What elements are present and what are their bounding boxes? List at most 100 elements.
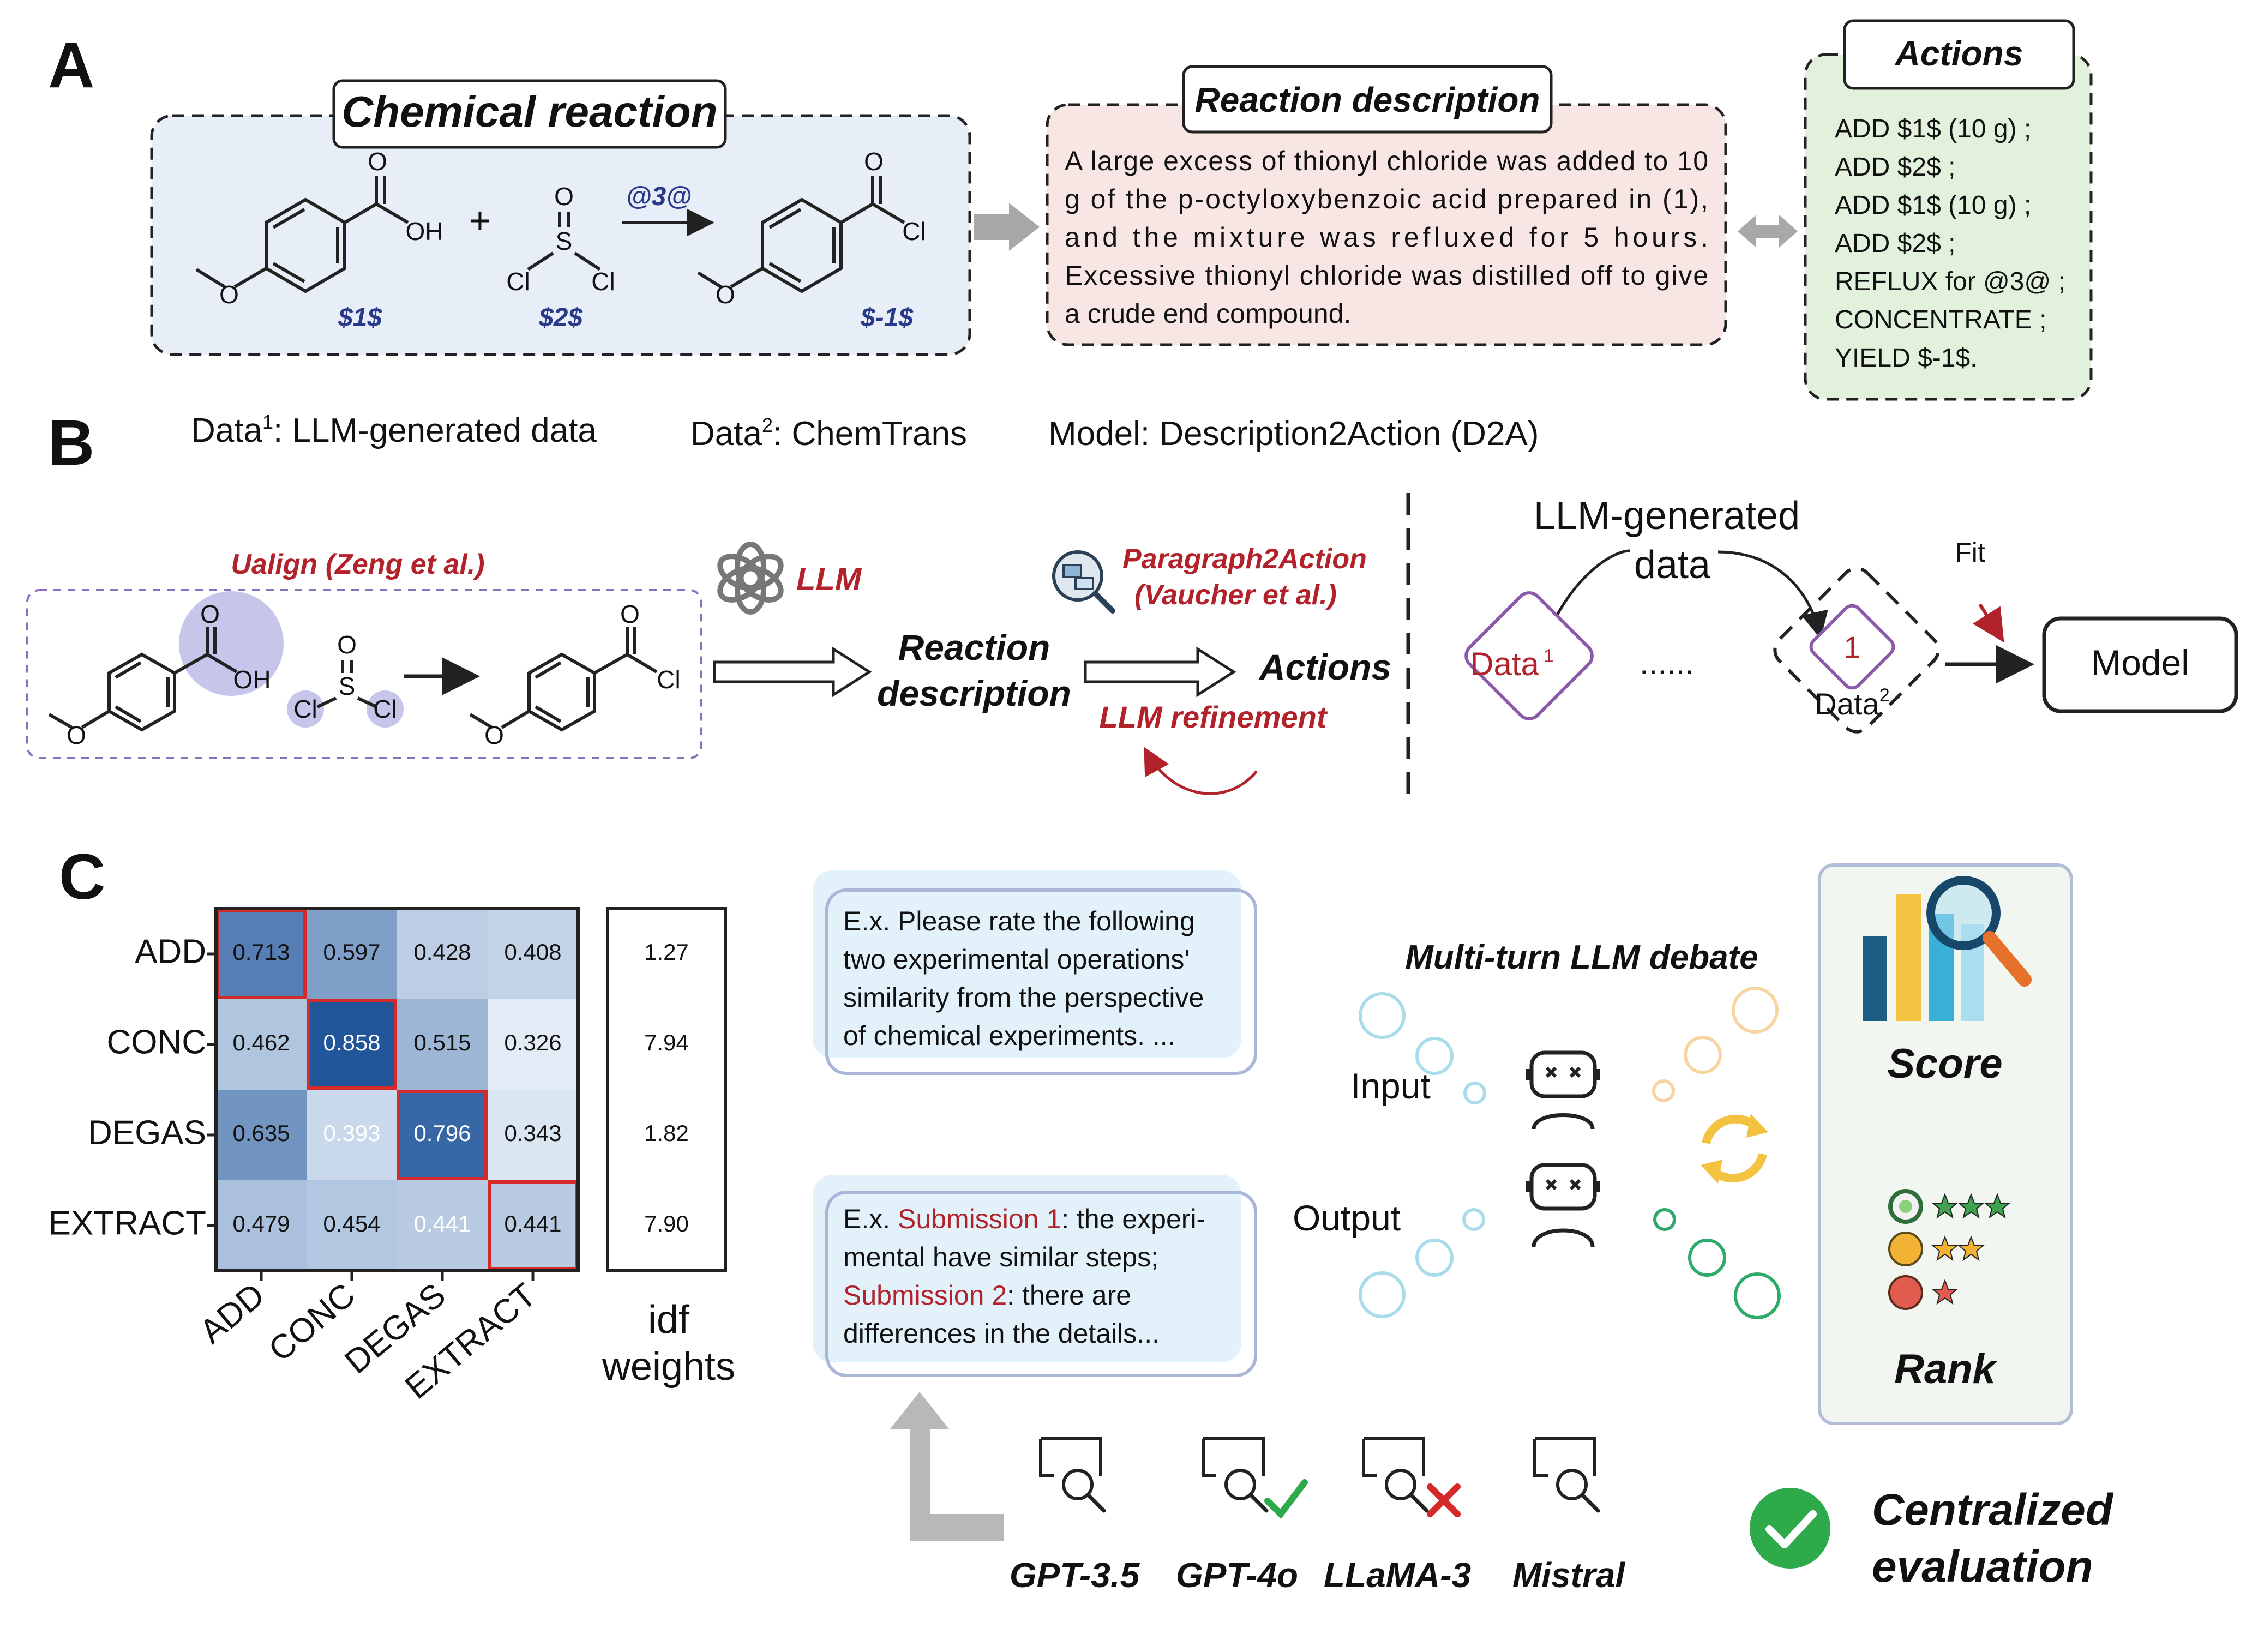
reactant-2-cl-right: Cl (591, 267, 615, 296)
heatmap-value: 0.479 (232, 1211, 290, 1236)
actions-title-box (1843, 19, 2075, 90)
legend-data1-text: : LLM-generated data (273, 412, 597, 449)
rank-label: Rank (1894, 1346, 1998, 1392)
submission-line: mental have similar steps; (843, 1242, 1158, 1272)
legend-data1-sup: 1 (262, 411, 273, 433)
submission-span: : there are (1007, 1280, 1131, 1311)
action-line: REFLUX for @3@ ; (1835, 267, 2065, 296)
score-label: Score (1887, 1041, 2002, 1087)
heatmap-cell (488, 909, 578, 999)
llm-refinement-label: LLM refinement (1100, 700, 1328, 734)
ualign-product-structure (469, 627, 658, 732)
model-doc-search-icon (1362, 1437, 1429, 1513)
action-line: ADD $2$ ; (1835, 229, 1955, 258)
idf-value: 1.82 (644, 1120, 689, 1146)
heatmap-cell (488, 1090, 578, 1180)
idf-label-line2: weights (602, 1345, 735, 1389)
idf-label-line1: idf (648, 1298, 690, 1342)
heatmap-value: 0.408 (504, 939, 561, 965)
heatmap-value: 0.393 (323, 1120, 380, 1146)
heatmap-value: 0.713 (232, 939, 290, 965)
robot-icon-bottom (1526, 1163, 1600, 1247)
refinement-loop-arrow (1144, 747, 1258, 795)
heatmap-cell (488, 999, 578, 1090)
heatmap-row-label: ADD (135, 933, 206, 970)
highlight-carboxyl (179, 591, 284, 696)
heatmap-highlight (397, 1090, 488, 1180)
model-doc-search-icon (1202, 1437, 1269, 1513)
reactant-2-id: $2$ (538, 303, 583, 332)
product-ether-oxygen: O (716, 280, 735, 309)
submission-span: Submission 2 (843, 1280, 1007, 1311)
model-box (2042, 616, 2238, 713)
heatmap-row-label: CONC (106, 1023, 206, 1061)
plus-sign: + (469, 199, 491, 242)
legend-data2-prefix: Data (690, 415, 762, 453)
data1-diamond-label: Data (1470, 646, 1539, 682)
heatmap-cell (307, 1090, 397, 1180)
heatmap-cell (216, 909, 307, 999)
heatmap-value: 0.515 (413, 1030, 471, 1055)
ualign-product-ether-oxygen: O (484, 721, 504, 749)
reaction-description-title: Reaction description (1195, 80, 1540, 119)
legend-data2: Data2: ChemTrans (690, 414, 967, 453)
actions-title: Actions (1894, 34, 2023, 73)
product-cl: Cl (902, 217, 926, 245)
reactant-1-oh: OH (406, 217, 443, 245)
actions-label-b: Actions (1258, 647, 1391, 687)
ualign-box (26, 589, 702, 759)
product-structure (697, 176, 905, 293)
ualign-cl-left: Cl (293, 695, 317, 723)
panel-b-label: B (48, 407, 94, 479)
paragraph2action-label: Paragraph2Action (1122, 543, 1367, 575)
debate-bubbles-left (1359, 992, 1486, 1318)
magnifier-icon (1926, 876, 2032, 987)
debate-bubbles-right (1652, 987, 1781, 1319)
action-line: ADD $1$ (10 g) ; (1835, 191, 2031, 220)
legend-model: Model: Description2Action (D2A) (1048, 415, 1539, 453)
heatmap-value: 0.858 (323, 1030, 380, 1055)
legend-data1: Data1: LLM-generated data (191, 411, 597, 449)
heatmap-value: 0.441 (413, 1211, 471, 1236)
heatmap-value: 0.635 (232, 1120, 290, 1146)
submission-line: E.x. Submission 1: the experi- (843, 1204, 1205, 1234)
heatmap-cell (216, 1180, 307, 1271)
ellipsis: ...... (1640, 645, 1694, 681)
ualign-label: Ualign (Zeng et al.) (231, 549, 484, 580)
prompt-card (825, 888, 1257, 1075)
data-flow-curve-right (1717, 550, 1828, 639)
heatmap-value: 0.462 (232, 1030, 290, 1055)
idf-value: 7.94 (644, 1030, 689, 1055)
reactant-1-ether-oxygen: O (219, 280, 239, 309)
model-name-label: GPT-3.5 (1010, 1555, 1140, 1595)
idf-frame (606, 907, 727, 1272)
action-line: ADD $1$ (10 g) ; (1835, 115, 2031, 143)
fit-arrow (1972, 603, 2004, 643)
highlight-cl-left (287, 690, 324, 728)
prompt-line: two experimental operations' (843, 944, 1190, 975)
robot-icon-top (1526, 1050, 1600, 1130)
data2-diamond-label: Data (1815, 687, 1879, 721)
submission-line: Submission 2: there are (843, 1280, 1131, 1311)
model-doc-search-icon (1533, 1437, 1600, 1513)
legend-data2-sup: 2 (762, 414, 773, 436)
reactant-1-id: $1$ (338, 303, 382, 332)
ualign-reactant-oh: OH (233, 665, 271, 694)
chemical-reaction-title: Chemical reaction (341, 87, 717, 136)
model-doc-search-icon (1039, 1437, 1106, 1513)
submission-span: : the experi- (1061, 1204, 1205, 1234)
idf-weights-column: 1.277.941.827.90 (606, 907, 727, 1272)
ualign-reactant-structure (48, 627, 238, 732)
svg-text:Data2: Data2 (1815, 685, 1889, 721)
check-circle-icon (1750, 1488, 1830, 1569)
heatmap-cell (397, 909, 488, 999)
vaucher-label: (Vaucher et al.) (1134, 579, 1337, 611)
input-label: Input (1350, 1066, 1431, 1106)
ualign-product-cl: Cl (657, 665, 680, 694)
ualign-reactant-ether-oxygen: O (67, 721, 86, 749)
heatmap-cell (216, 999, 307, 1090)
description-line: Excessive thionyl chloride was distilled… (1065, 260, 1708, 291)
chemical-reaction-box (150, 114, 971, 356)
